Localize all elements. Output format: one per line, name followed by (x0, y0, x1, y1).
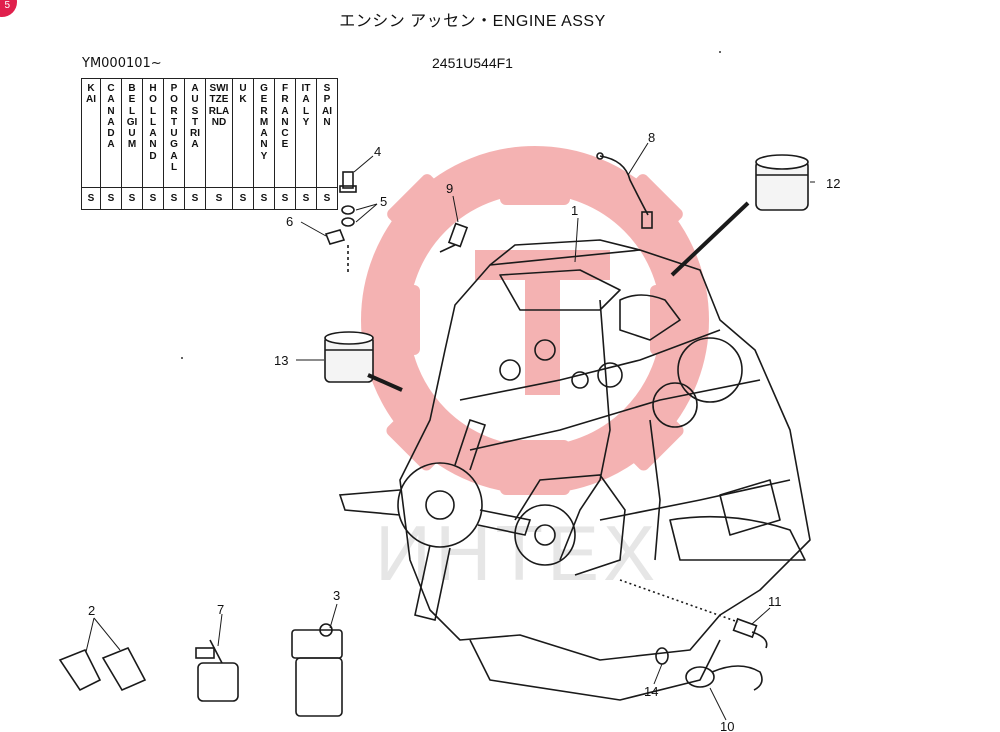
code-cell: S (205, 187, 233, 210)
country-cell: ITALY (295, 78, 317, 188)
code-cell: S (316, 187, 338, 210)
harness-10-11-14 (619, 579, 768, 691)
callout-11: 11 (768, 594, 782, 609)
callout-2: 2 (88, 603, 95, 618)
page-title: エンシン アッセン・ENGINE ASSY (339, 13, 606, 30)
country-name-row: KAI CANADA BELGIUM HOLLAND PORTUGAL AUST… (81, 78, 338, 188)
callout-8: 8 (648, 130, 655, 145)
callout-7: 7 (217, 602, 224, 617)
country-cell: SPAIN (316, 78, 338, 188)
caps-2 (58, 646, 147, 692)
callout-6: 6 (286, 214, 293, 229)
speckles (181, 51, 721, 359)
leader-lines (85, 142, 815, 721)
callout-5: 5 (380, 194, 387, 209)
watermark-gear (361, 146, 709, 495)
fan-assembly (338, 418, 532, 621)
callout-13: 13 (274, 353, 288, 368)
sensor-8 (596, 152, 653, 229)
alternator (514, 474, 626, 576)
callout-14: 14 (644, 684, 658, 699)
country-cell: SWITZERLAND (205, 78, 233, 188)
relay-7 (195, 639, 239, 702)
callout-4: 4 (374, 144, 381, 159)
fuel-filter-13 (324, 331, 403, 392)
callout-10: 10 (720, 719, 734, 732)
code-cell: S (163, 187, 185, 210)
filter-assy-3 (291, 623, 343, 717)
hardware-4-5-6 (324, 171, 357, 275)
callouts: 1 2 3 4 5 6 7 8 9 10 11 12 13 14 (88, 130, 840, 732)
callout-3: 3 (333, 588, 340, 603)
country-table: KAI CANADA BELGIUM HOLLAND PORTUGAL AUST… (81, 78, 338, 210)
callout-9: 9 (446, 181, 453, 196)
callout-1: 1 (571, 203, 578, 218)
oil-filter-12 (670, 154, 809, 277)
callout-12: 12 (826, 176, 840, 191)
sender-9 (439, 222, 469, 253)
code-row: S S S S S S S S S S S S (81, 187, 338, 210)
serial-range: YM000101~ (82, 56, 162, 71)
drawing-number: 2451U544F1 (432, 55, 513, 71)
